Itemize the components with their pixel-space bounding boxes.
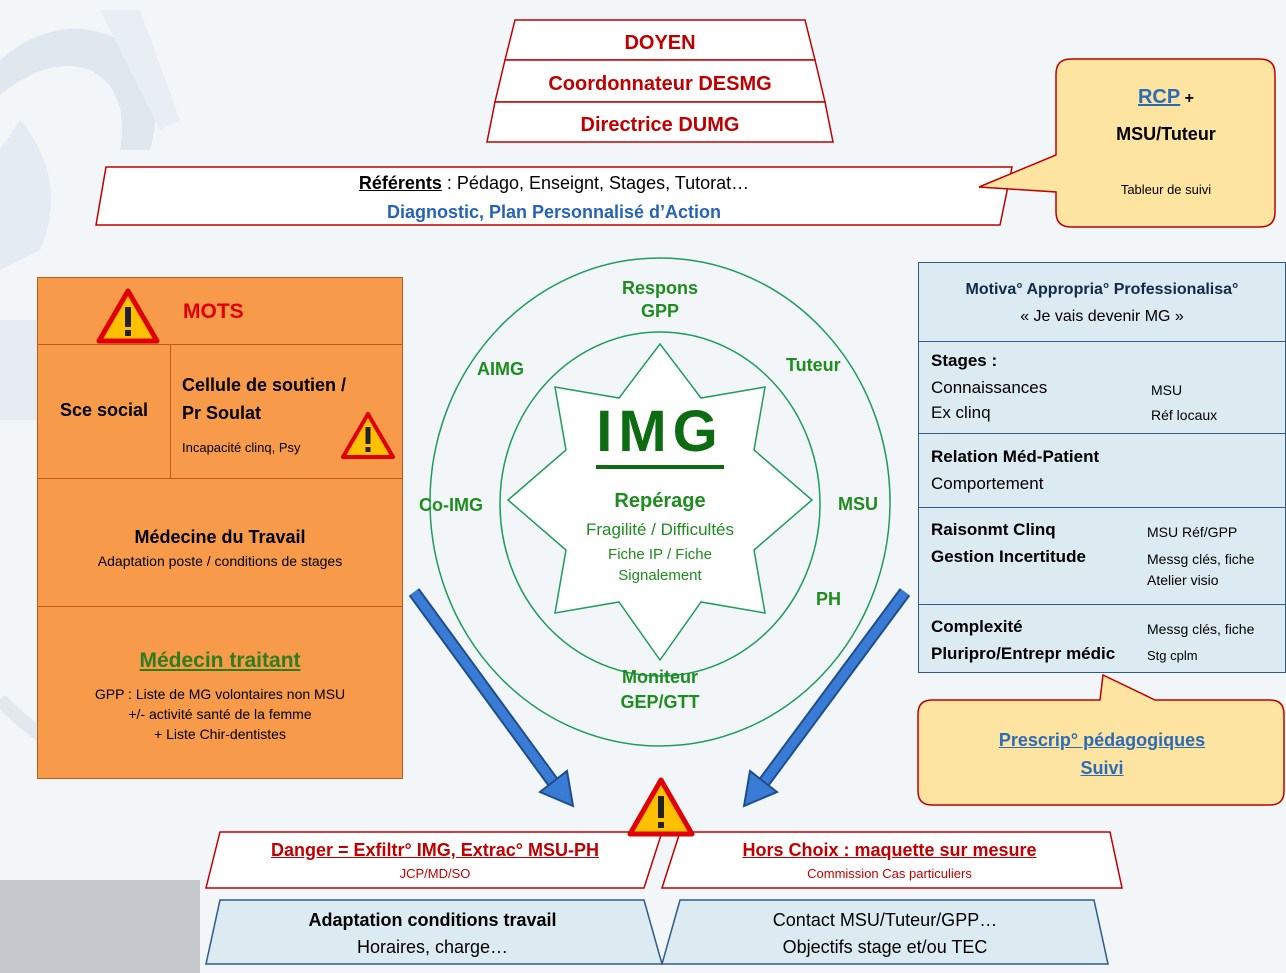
fragilite-label: Fragilité / Difficultés: [585, 520, 734, 539]
medecine-travail-title: Médecine du Travail: [134, 527, 306, 547]
stages-title: Stages :: [931, 351, 998, 370]
warning-icon-small: [341, 412, 395, 459]
directrice-label: Directrice DUMG: [580, 114, 740, 136]
aimg-label: AIMG: [477, 359, 524, 379]
img-title-text: IMG: [596, 399, 724, 469]
coimg-label: Co-IMG: [419, 495, 483, 515]
cellule-name: Pr Soulat: [182, 403, 262, 423]
pluripro-title: Pluripro/Entrepr médic: [931, 644, 1116, 663]
danger-title: Danger = Exfiltr° IMG, Extrac° MSU-PH: [271, 840, 599, 860]
traitant-row: Médecin traitant GPP : Liste de MG volon…: [38, 606, 402, 779]
referents-line: Référents : Pédago, Enseignt, Stages, Tu…: [94, 173, 1014, 194]
arrows: [408, 588, 911, 808]
contact-detail: Objectifs stage et/ou TEC: [782, 937, 988, 957]
rcp-link[interactable]: RCP: [1137, 86, 1181, 108]
left-panel: MOTS Sce social Cellule de soutien / Pr …: [37, 277, 403, 779]
motivation-title: Motiva° Appropria° Professionalisa°: [965, 281, 1239, 298]
hors-choix-title: Hors Choix : maquette sur mesure: [742, 840, 1037, 860]
moniteur-label: Moniteur: [622, 667, 698, 687]
cellule-detail: Incapacité clinq, Psy: [182, 440, 301, 455]
arrow-left: [408, 588, 575, 808]
gep-label: GEP/GTT: [620, 692, 700, 712]
complexite-title: Complexité: [931, 617, 1023, 636]
fiche-line-2: Signalement: [618, 567, 702, 584]
fiche-line-1: Fiche IP / Fiche: [608, 546, 712, 563]
reperage-label: Repérage: [614, 490, 706, 512]
raisonnement-detail: MSU Réf/GPP: [1147, 524, 1238, 540]
rcp-msu-tuteur: MSU/Tuteur: [1116, 124, 1216, 144]
referents-title: Référents: [358, 173, 442, 193]
gestion-detail: Messg clés, fiche: [1147, 551, 1255, 567]
ph-label: PH: [816, 589, 842, 609]
rcp-callout: [978, 58, 1276, 228]
gestion-title: Gestion Incertitude: [931, 547, 1086, 566]
adaptation-title: Adaptation conditions travail: [308, 910, 557, 930]
rcp-title: RCP +: [1056, 86, 1276, 109]
comportement-label: Comportement: [931, 474, 1044, 493]
connaissances-detail: MSU: [1151, 382, 1183, 398]
motivation-quote: « Je vais devenir MG »: [1020, 308, 1184, 325]
hierarchy-pyramid: [486, 19, 834, 143]
rcp-tableur: Tableur de suivi: [1120, 182, 1212, 197]
ex-clinq-label: Ex clinq: [931, 403, 991, 422]
complexite-detail: Messg clés, fiche: [1147, 621, 1255, 637]
doyen-label: DOYEN: [624, 32, 696, 54]
row-divider: [170, 345, 171, 478]
referents-diagnostic: Diagnostic, Plan Personnalisé d’Action: [386, 202, 722, 222]
rcp-plus: +: [1180, 90, 1195, 107]
referents-detail: : Pédago, Enseignt, Stages, Tutorat…: [441, 173, 750, 193]
raisonnement-row: Raisonmt Clinq MSU Réf/GPP Gestion Incer…: [919, 507, 1285, 604]
travail-row: Médecine du Travail Adaptation poste / c…: [38, 478, 402, 606]
pluripro-detail: Stg cplm: [1147, 648, 1198, 663]
traitant-line-2: +/- activité santé de la femme: [128, 706, 312, 722]
mots-title: MOTS: [183, 300, 244, 323]
soutien-row: Sce social Cellule de soutien / Pr Soula…: [38, 344, 402, 478]
relation-title: Relation Méd-Patient: [931, 447, 1100, 466]
danger-detail: JCP/MD/SO: [399, 866, 471, 881]
referents-box: [95, 166, 1013, 226]
sce-social-label: Sce social: [59, 400, 149, 420]
cellule-title: Cellule de soutien /: [182, 375, 347, 395]
hors-choix-detail: Commission Cas particuliers: [807, 866, 972, 881]
raisonnement-title: Raisonmt Clinq: [931, 520, 1056, 539]
complexite-row: Complexité Messg clés, fiche Pluripro/En…: [919, 604, 1285, 673]
gpp-label: GPP: [640, 301, 679, 321]
warning-icon: [96, 288, 160, 344]
relation-row: Relation Méd-Patient Comportement: [919, 433, 1285, 507]
connaissances-label: Connaissances: [931, 378, 1048, 397]
img-title: IMG: [560, 398, 760, 469]
stages-row: Stages : Connaissances MSU Ex clinq Réf …: [919, 341, 1285, 433]
bottom-boxes: [205, 831, 1123, 965]
right-panel: Motiva° Appropria° Professionalisa° « Je…: [918, 262, 1286, 673]
respons-label: Respons: [621, 278, 699, 298]
tuteur-label: Tuteur: [786, 355, 841, 375]
medecine-travail-detail: Adaptation poste / conditions de stages: [97, 553, 343, 569]
contact-title: Contact MSU/Tuteur/GPP…: [772, 910, 998, 930]
atelier-detail: Atelier visio: [1147, 572, 1219, 588]
traitant-line-3: + Liste Chir-dentistes: [154, 726, 286, 742]
ex-clinq-detail: Réf locaux: [1151, 407, 1218, 423]
arrow-right: [742, 588, 911, 808]
prescrip-link[interactable]: Prescrip° pédagogiques: [998, 730, 1206, 750]
msu-label: MSU: [838, 494, 878, 514]
medecin-traitant-title[interactable]: Médecin traitant: [139, 649, 301, 672]
coordonnateur-label: Coordonnateur DESMG: [548, 73, 772, 95]
traitant-line-1: GPP : Liste de MG volontaires non MSU: [94, 686, 346, 702]
prescrip-callout: [917, 673, 1285, 806]
img-circle-diagram: [429, 257, 891, 747]
suivi-link[interactable]: Suivi: [1080, 758, 1124, 778]
adaptation-detail: Horaires, charge…: [356, 937, 509, 957]
warning-icon-bottom: [627, 777, 695, 837]
